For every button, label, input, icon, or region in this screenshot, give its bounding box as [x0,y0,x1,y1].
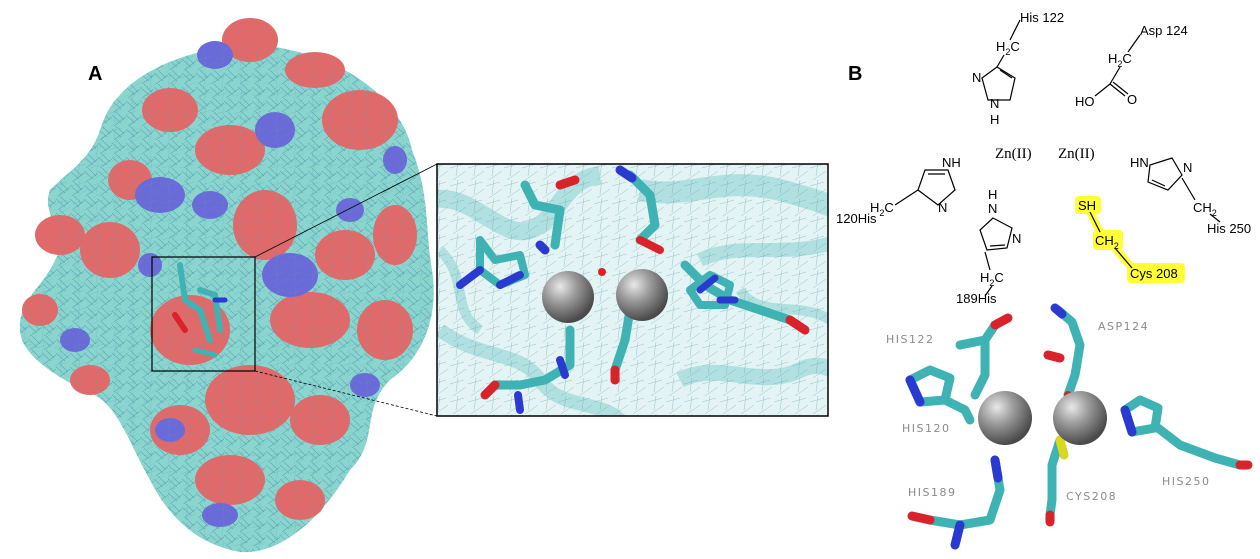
label-his189-3d: HIS189 [908,486,957,499]
his122-structure: His 122 H2C N N H [972,10,1064,127]
his189-structure: H N N H2C 189His [956,187,1021,306]
zoom-line-top [254,163,438,258]
his120-n: N [938,200,947,215]
svg-text:H2C: H2C [980,270,1004,288]
active-site-sticks-a [172,262,228,358]
his122-n2: N [990,96,999,111]
asp124-sub2: 2 [1117,59,1122,69]
his122-h2: H [990,112,999,127]
active-site-inset [436,163,829,417]
zinc-ion-3 [978,391,1032,445]
zoom-box [151,256,256,372]
his189-label: 189His [956,291,997,306]
zn1-label: Zn(II) [995,146,1032,162]
cys208-sub2: 2 [1114,241,1119,251]
asp124-structure: Asp 124 H2C HO O [1075,23,1188,109]
cys208-structure: SH CH2 Cys 208 [1075,196,1185,283]
label-his122-3d: HIS122 [886,333,935,346]
his250-hn: HN [1130,155,1149,170]
his189-n: N [988,201,997,216]
asp124-o: O [1127,92,1137,107]
asp124-ho: HO [1075,94,1095,109]
his189-h2: H [980,270,989,285]
asp124-label: Asp 124 [1140,23,1188,38]
active-site-3d [905,303,1253,550]
his189-sub2: 2 [989,278,994,288]
label-asp124-3d: ASP124 [1098,320,1149,333]
asp124-h: H [1108,51,1117,66]
his250-n: N [1183,160,1192,175]
his120-nh: NH [942,155,961,170]
his189-n2: N [1012,231,1021,246]
his122-h: H [996,39,1005,54]
panel-b-label: B [848,63,862,85]
zinc-ion-4 [1053,391,1107,445]
his189-h: H [988,187,997,202]
svg-text:H2C: H2C [870,200,894,218]
zoom-line-bottom [254,370,438,417]
svg-text:H2C: H2C [1108,51,1132,69]
his120-sub2: 2 [879,208,884,218]
svg-text:CH2: CH2 [1095,233,1119,251]
his250-h: H [1202,200,1211,215]
his122-n: N [972,70,981,85]
zinc-ion-1 [542,271,594,323]
svg-text:H2C: H2C [996,39,1020,57]
cys208-label: Cys 208 [1130,266,1178,281]
cys208-ch: CH [1095,233,1114,248]
cys208-sh: SH [1078,198,1096,213]
zinc-ion-2 [616,269,668,321]
panel-a-label: A [88,63,102,85]
his122-label: His 122 [1020,10,1064,25]
his120-structure: NH N H2C 120His [836,155,961,226]
label-his250-3d: HIS250 [1162,475,1211,488]
his250-sub2: 2 [1212,208,1217,218]
svg-text:CH2: CH2 [1193,200,1217,218]
his250-label: His 250 [1207,221,1251,236]
his250-structure: HN N CH2 His 250 [1130,155,1251,236]
his122-sub2: 2 [1005,47,1010,57]
his120-label: 120His [836,211,877,226]
label-his120-3d: HIS120 [902,422,951,435]
protein-surface [19,18,434,553]
zn2-label: Zn(II) [1058,146,1095,162]
his120-h: H [870,200,879,215]
label-cys208-3d: CYS208 [1066,490,1117,503]
